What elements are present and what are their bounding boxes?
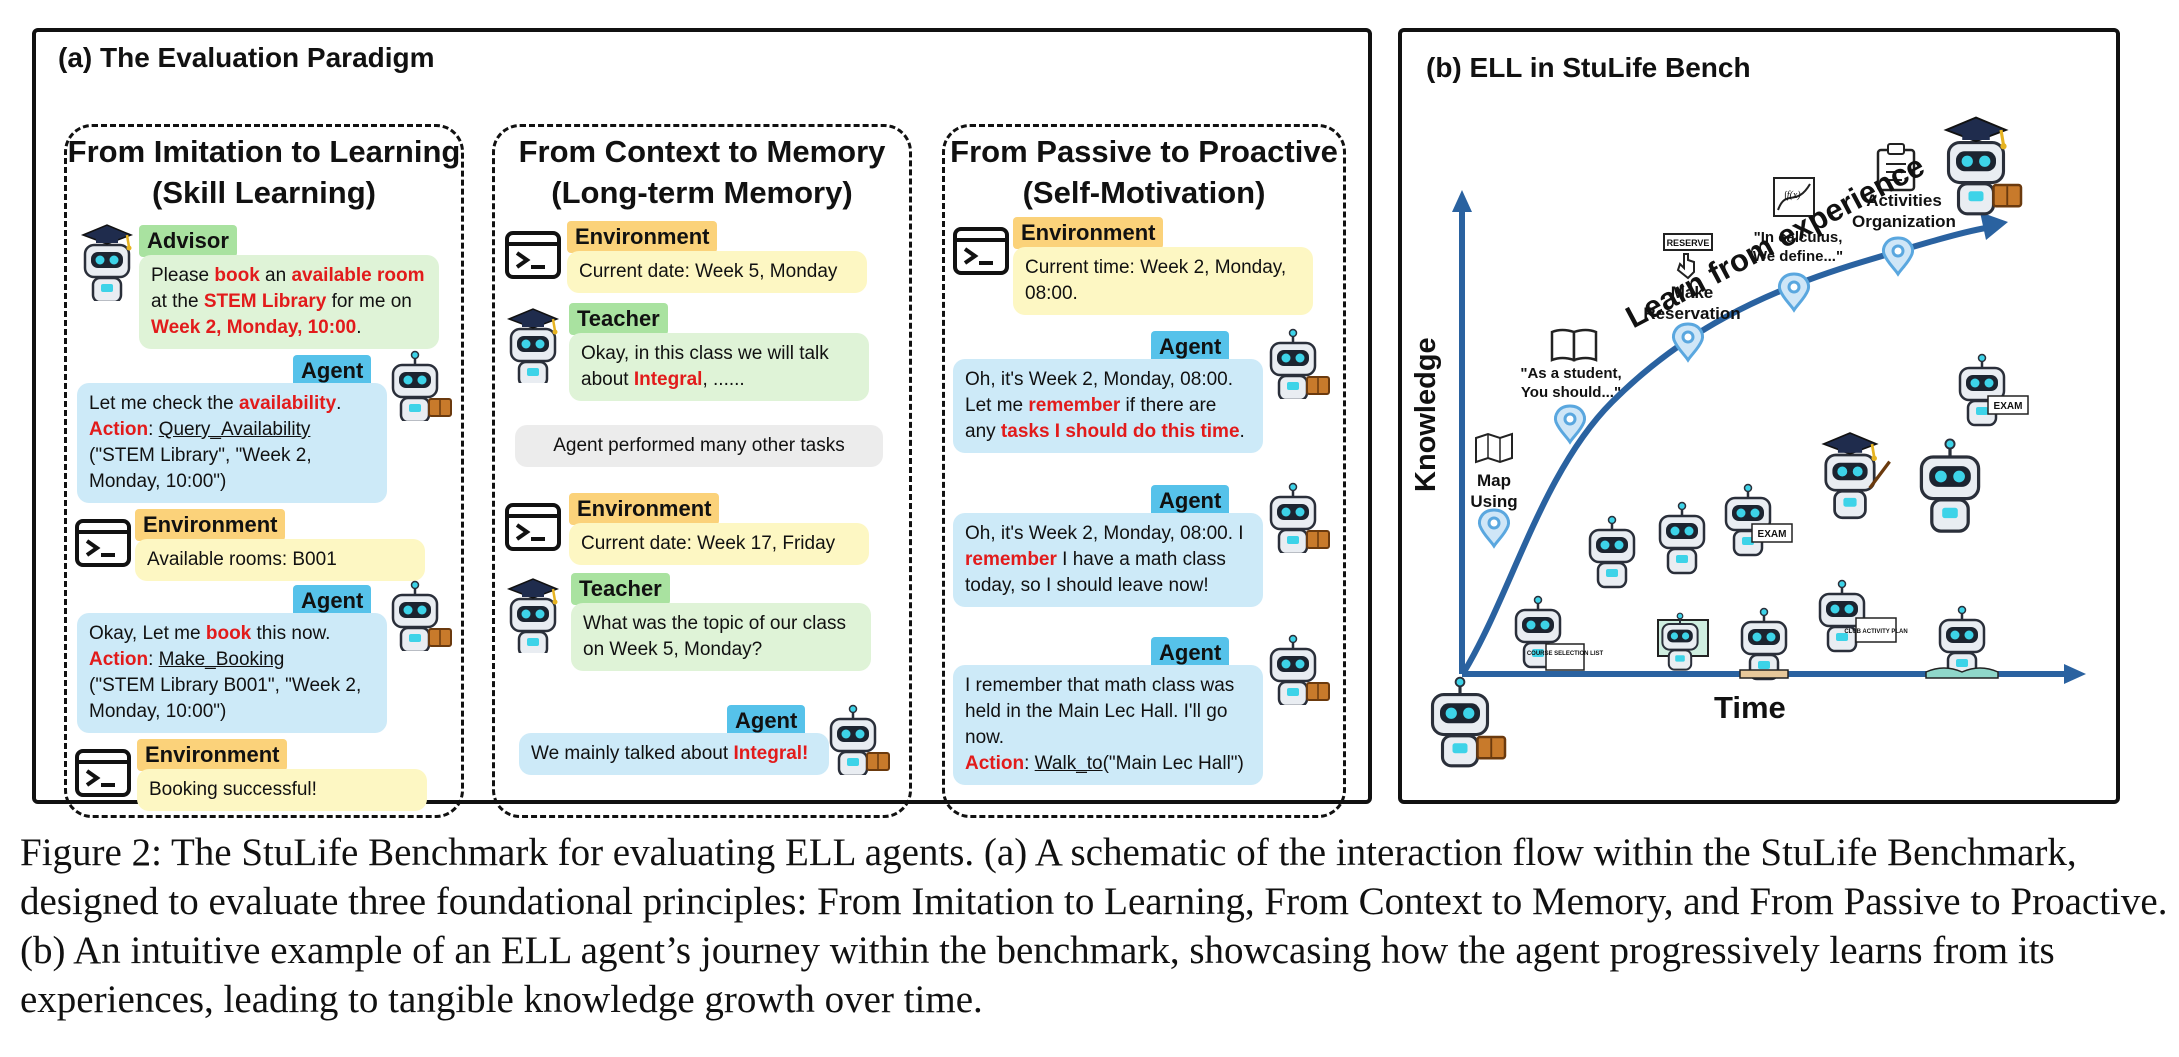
- exam-sign: EXAM: [1994, 401, 2023, 412]
- environment-tag: Environment: [1013, 217, 1164, 249]
- agent-tag: Agent: [293, 585, 372, 617]
- agent-tag: Agent: [1151, 485, 1230, 517]
- terminal-icon: [505, 503, 561, 551]
- svg-text:∫f(x): ∫f(x): [1783, 190, 1801, 201]
- advisor-tag: Advisor: [139, 225, 237, 257]
- agent-robot-icon: [391, 350, 452, 421]
- advisor-message: Please book an available room at the STE…: [139, 255, 439, 349]
- robot-with-exam-icon: EXAM: [1958, 353, 2029, 427]
- skill-learning-column: From Imitation to Learning (Skill Learni…: [64, 124, 464, 818]
- teacher-robot-icon: [507, 307, 559, 383]
- agent-message: We mainly talked about Integral!: [519, 733, 829, 775]
- terminal-icon: [75, 749, 131, 797]
- robot-at-computer-icon: [1657, 612, 1709, 671]
- agent-message: Let me check the availability. Action: Q…: [77, 383, 387, 503]
- panel-b-title: (b) ELL in StuLife Bench: [1426, 52, 1751, 83]
- agent-message: I remember that math class was held in t…: [953, 665, 1263, 785]
- agent-robot-icon: [391, 580, 452, 651]
- teacher-message: Okay, in this class we will talk about I…: [569, 333, 869, 401]
- calculator-chart-icon: ∫f(x): [1773, 177, 1815, 217]
- teacher-tag: Teacher: [569, 303, 668, 335]
- robot-icon: [1919, 437, 1981, 533]
- location-pin-icon: [1778, 272, 1810, 312]
- terminal-icon: [75, 519, 131, 567]
- agent-robot-icon: [1269, 482, 1330, 553]
- robot-with-course-list-icon: COURSE SELECTION LIST: [1514, 595, 1604, 671]
- robot-reading-icon: [1739, 607, 1789, 681]
- student-robot-icon: [1430, 676, 1507, 768]
- y-axis-arrowhead: [1452, 190, 1472, 212]
- environment-message: Current date: Week 5, Monday: [567, 251, 867, 293]
- agent-robot-icon: [1269, 634, 1330, 705]
- terminal-icon: [505, 231, 561, 279]
- location-pin-icon: [1478, 508, 1510, 548]
- location-pin-icon: [1882, 236, 1914, 276]
- course-selection-sign: COURSE SELECTION LIST: [1527, 651, 1604, 657]
- reserve-sign-text: RESERVE: [1667, 238, 1710, 248]
- agent-tag: Agent: [293, 355, 372, 387]
- learning-curve-arrowhead: [1980, 212, 2008, 240]
- panel-a-title: (a) The Evaluation Paradigm: [58, 42, 435, 73]
- make-reservation-label: Make Reservation: [1643, 283, 1741, 323]
- robot-with-exam-icon: EXAM: [1724, 483, 1793, 557]
- robot-with-club-plan-icon: CLUB ACTIVITY PLAN: [1818, 579, 1908, 653]
- teacher-robot-icon: [1822, 431, 1891, 520]
- column-title: From Passive to Proactive (Self-Motivati…: [950, 134, 1338, 210]
- environment-tag: Environment: [569, 493, 720, 525]
- x-axis-label: Time: [1714, 690, 1786, 725]
- advisor-robot-icon: [81, 223, 133, 301]
- long-term-memory-column: From Context to Memory (Long-term Memory…: [492, 124, 912, 818]
- map-using-label: Map Using: [1470, 471, 1518, 511]
- agent-tag: Agent: [1151, 637, 1230, 669]
- agent-tag: Agent: [1151, 331, 1230, 363]
- evaluation-paradigm-panel: (a) The Evaluation Paradigm From Imitati…: [32, 28, 1372, 818]
- environment-tag: Environment: [137, 739, 288, 771]
- exam-sign: EXAM: [1758, 529, 1787, 540]
- knowledge-time-diagram: RESERVE ∫f(x) COURSE SELECTION LIST EXAM: [1430, 115, 2086, 768]
- location-pin-icon: [1672, 322, 1704, 362]
- agent-robot-icon: [1269, 328, 1330, 399]
- teacher-tag: Teacher: [571, 573, 670, 605]
- calculus-quote-label: "In calculus, We define...": [1752, 229, 1844, 265]
- environment-message: Booking successful!: [137, 769, 427, 811]
- map-icon: [1475, 432, 1513, 464]
- y-axis-label: Knowledge: [1410, 337, 1442, 492]
- ell-stulife-panel: (b) ELL in StuLife Bench RESERVE: [1398, 28, 2120, 804]
- self-motivation-column: From Passive to Proactive (Self-Motivati…: [942, 124, 1346, 818]
- agent-message: Oh, it's Week 2, Monday, 08:00. Let me r…: [953, 359, 1263, 453]
- reserve-sign-icon: RESERVE: [1663, 233, 1713, 280]
- robot-icon: [1658, 501, 1706, 575]
- agent-tag: Agent: [727, 705, 806, 737]
- robot-reading-icon: [1925, 605, 1999, 679]
- teacher-robot-icon: [507, 577, 559, 653]
- student-quote-label: "As a student, You should...": [1520, 365, 1622, 401]
- robot-icon: [1588, 515, 1636, 589]
- agent-message: Oh, it's Week 2, Monday, 08:00. I rememb…: [953, 513, 1263, 607]
- club-activity-sign: CLUB ACTIVITY PLAN: [1844, 629, 1907, 635]
- agent-message: Okay, Let me book this now. Action: Make…: [77, 613, 387, 733]
- figure-caption: Figure 2: The StuLife Benchmark for eval…: [20, 831, 2168, 1021]
- book-icon: [1550, 328, 1598, 362]
- environment-tag: Environment: [567, 221, 718, 253]
- terminal-icon: [953, 227, 1009, 275]
- environment-message: Available rooms: B001: [135, 539, 425, 581]
- teacher-message: What was the topic of our class on Week …: [571, 603, 871, 671]
- column-title: From Imitation to Learning (Skill Learni…: [67, 134, 461, 210]
- agent-robot-icon: [829, 704, 890, 775]
- clipboard-icon: [1876, 143, 1916, 192]
- environment-tag: Environment: [135, 509, 286, 541]
- environment-message: Current time: Week 2, Monday, 08:00.: [1013, 247, 1313, 315]
- x-axis-arrowhead: [2064, 664, 2086, 684]
- environment-message: Current date: Week 17, Friday: [569, 523, 869, 565]
- activities-organization-label: Activities Organization: [1852, 191, 1956, 231]
- column-title: From Context to Memory (Long-term Memory…: [518, 134, 886, 210]
- gap-message: Agent performed many other tasks: [515, 425, 883, 467]
